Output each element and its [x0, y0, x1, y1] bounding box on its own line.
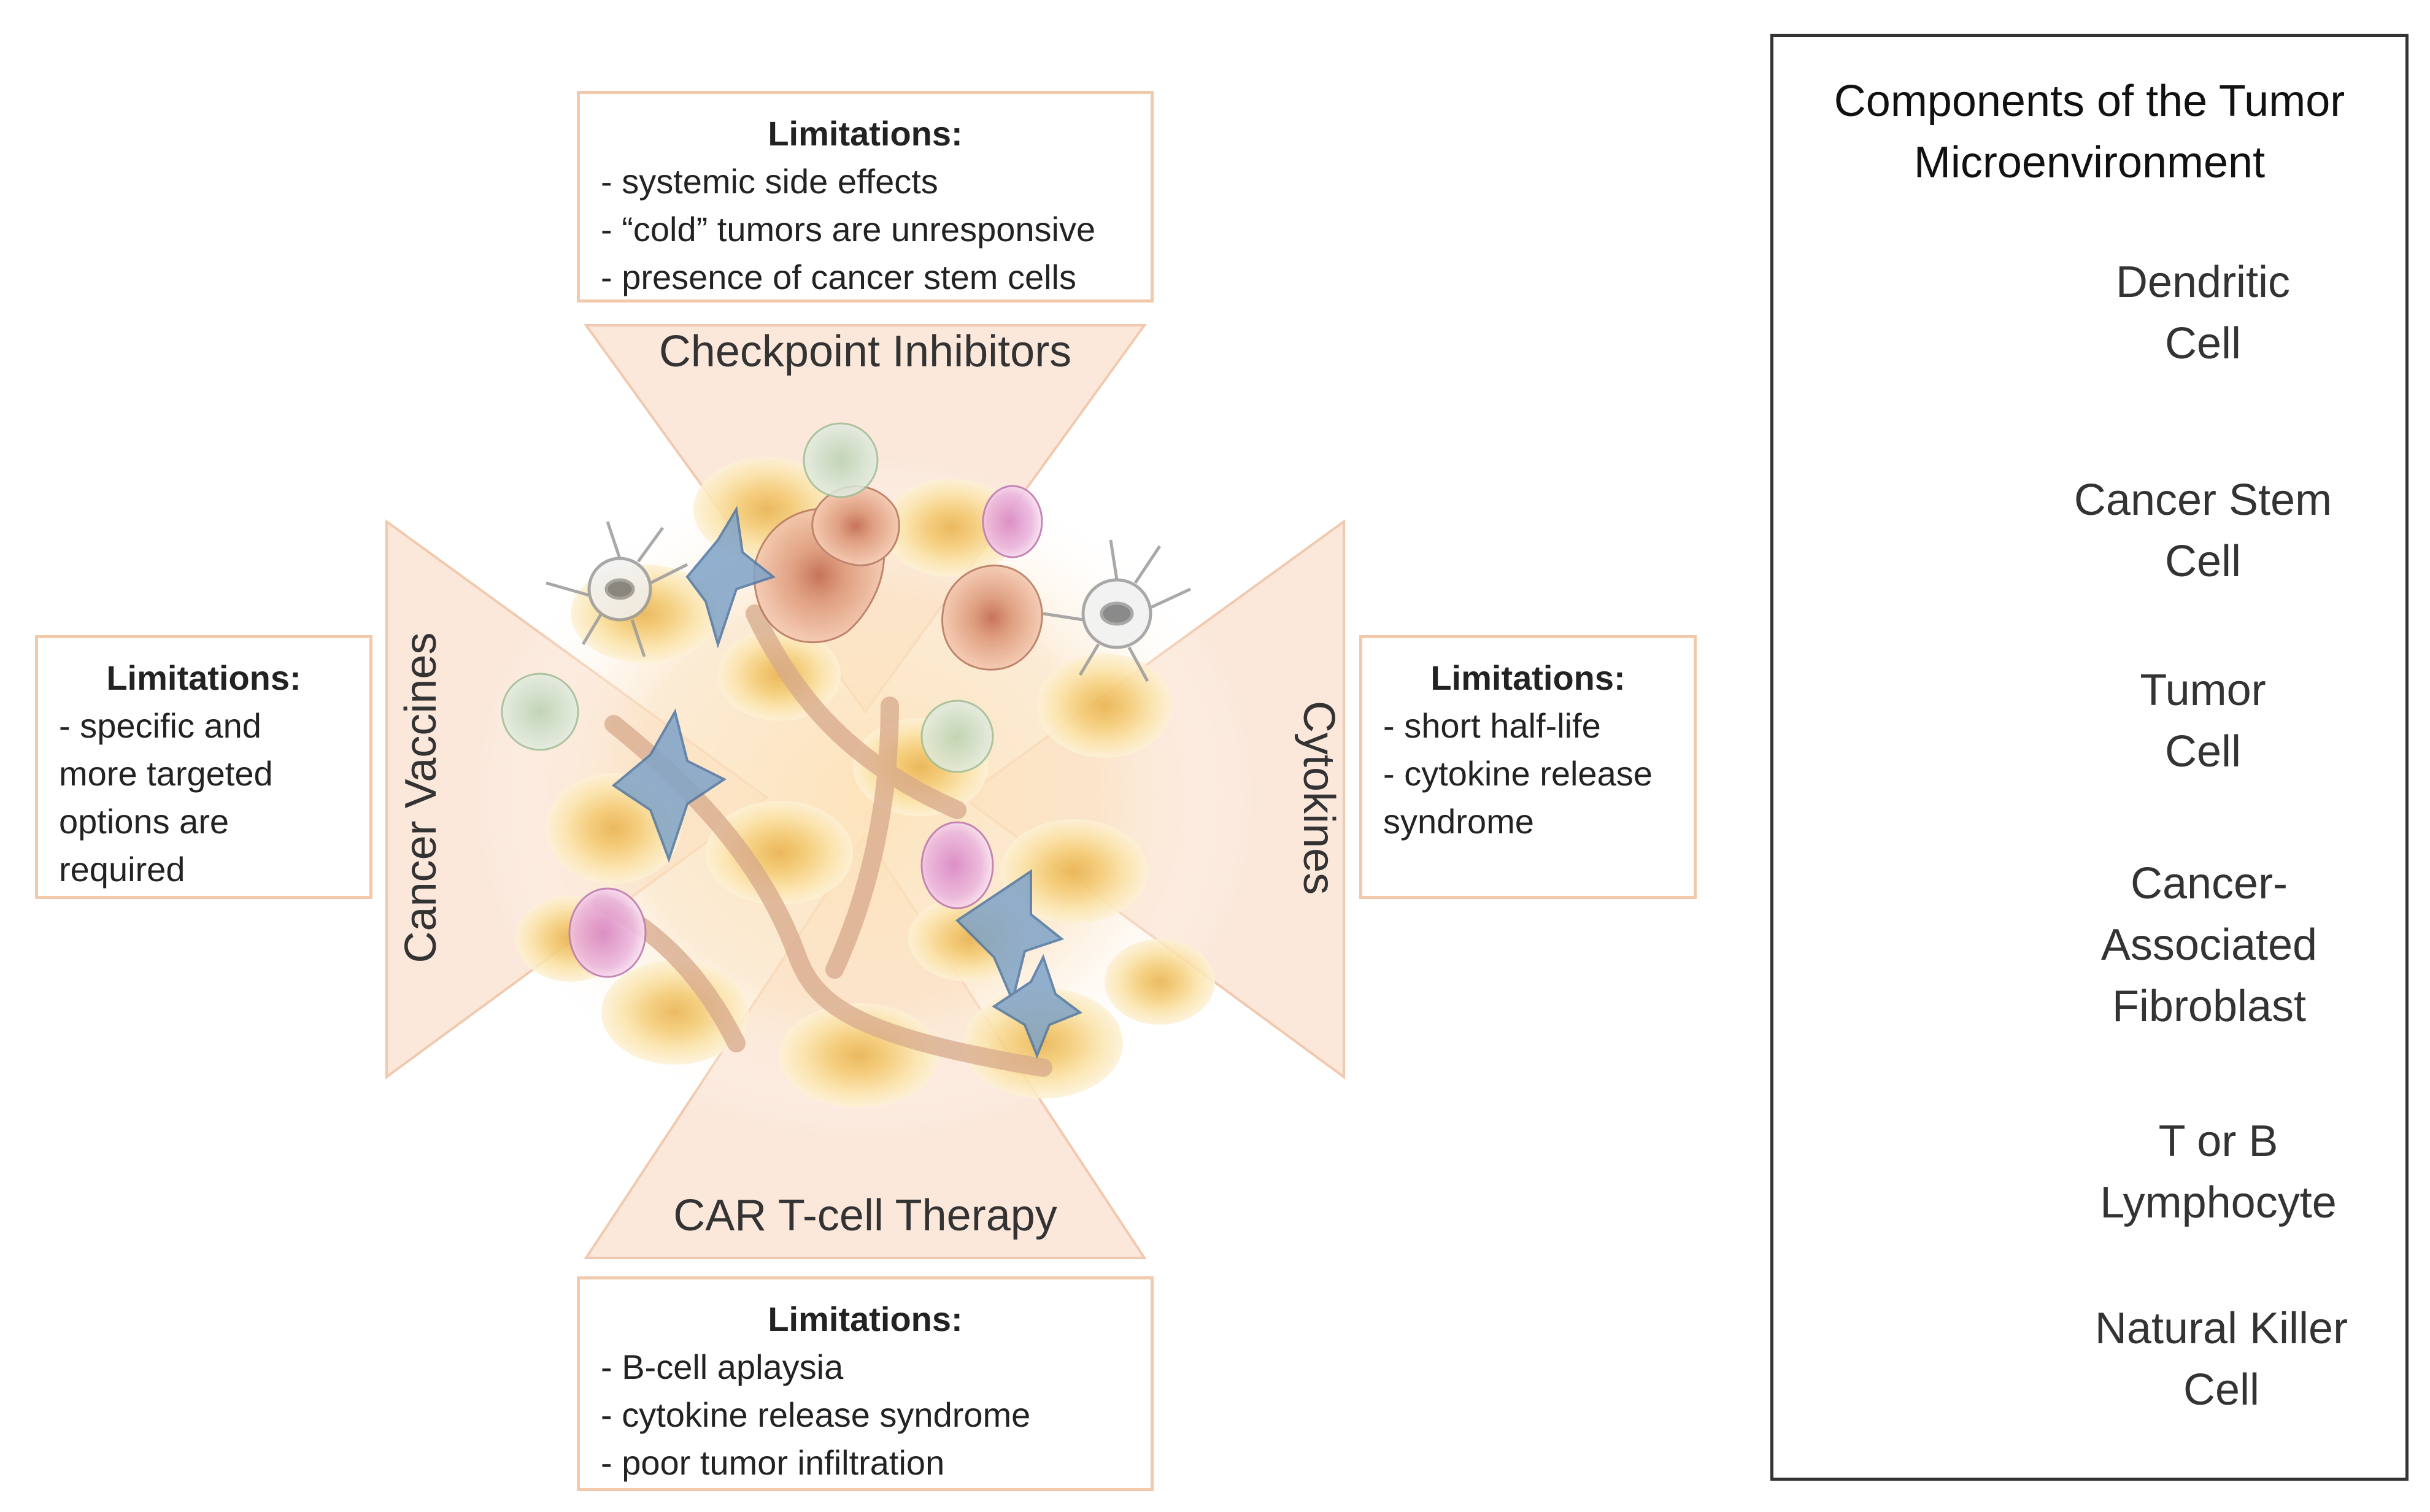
legend-title-line-1: Components of the Tumor: [1834, 77, 2345, 126]
legend-label-line: T or B: [2158, 1117, 2278, 1166]
limitations-box-car-t: Limitations: - B-cell aplaysia - cytokin…: [577, 1276, 1154, 1491]
legend-label-line: Natural Killer: [2094, 1304, 2348, 1353]
limitation-item: options are: [59, 802, 230, 841]
legend-label-line: Cancer Stem: [2073, 476, 2332, 525]
limitation-item: - poor tumor infiltration: [601, 1443, 945, 1482]
legend-title: Components of the Tumor Microenvironment: [1773, 71, 2405, 193]
dendritic-cell-in-tumor: [1043, 539, 1192, 682]
cancer-vaccines-label: Cancer Vaccines: [396, 632, 446, 963]
checkpoint-inhibitors-label: Checkpoint Inhibitors: [658, 327, 1072, 376]
legend-label-cancer-stem: Cancer Stem Cell: [2050, 469, 2356, 592]
limitation-item: required: [59, 850, 185, 889]
limitation-item: - short half-life: [1383, 706, 1601, 745]
legend-label-nk: Natural Killer Cell: [2056, 1298, 2387, 1421]
tumor-mass: [472, 422, 1258, 1141]
legend-label-dendritic: Dendritic Cell: [2050, 252, 2356, 374]
limitation-item: - cytokine release syndrome: [601, 1395, 1031, 1434]
legend-label-line: Cell: [2183, 1365, 2260, 1414]
legend-title-line-2: Microenvironment: [1913, 138, 2266, 187]
legend-panel: Components of the Tumor Microenvironment…: [1770, 34, 2409, 1481]
legend-label-lymphocyte: T or B Lymphocyte: [2065, 1111, 2372, 1233]
legend-label-line: Fibroblast: [2112, 982, 2307, 1031]
legend-label-line: Cell: [2164, 319, 2242, 368]
limitation-item: - specific and: [59, 706, 261, 745]
legend-label-line: Cell: [2164, 537, 2242, 586]
limitation-item: syndrome: [1383, 802, 1534, 841]
limitations-title: Limitations:: [768, 114, 963, 153]
limitation-item: - presence of cancer stem cells: [601, 258, 1076, 296]
dendritic-cell-in-tumor: [546, 521, 688, 657]
limitations-title: Limitations:: [1430, 658, 1626, 697]
legend-label-line: Tumor: [2140, 666, 2266, 715]
legend-label-fibroblast: Cancer- Associated Fibroblast: [2056, 853, 2362, 1037]
legend-label-line: Lymphocyte: [2100, 1178, 2337, 1227]
legend-label-line: Cell: [2164, 727, 2242, 776]
limitation-item: - “cold” tumors are unresponsive: [601, 210, 1096, 249]
limitations-title: Limitations:: [768, 1300, 963, 1338]
legend-label-line: Dendritic: [2115, 258, 2291, 307]
limitations-box-cytokines: Limitations: - short half-life - cytokin…: [1359, 635, 1697, 899]
limitation-item: - systemic side effects: [601, 162, 938, 201]
car-t-cell-therapy-label: CAR T-cell Therapy: [673, 1191, 1057, 1240]
limitation-item: more targeted: [59, 754, 273, 793]
legend-label-line: Associated: [2100, 920, 2318, 970]
cytokines-label: Cytokines: [1294, 700, 1343, 895]
legend-label-tumor: Tumor Cell: [2050, 660, 2356, 782]
legend-label-line: Cancer-: [2130, 859, 2288, 908]
limitations-box-vaccines: Limitations: - specific and more targete…: [35, 635, 372, 899]
limitation-item: - cytokine release: [1383, 754, 1653, 793]
limitations-title: Limitations:: [106, 658, 301, 697]
limitation-item: - B-cell aplaysia: [601, 1348, 844, 1386]
limitations-box-checkpoint: Limitations: - systemic side effects - “…: [577, 91, 1154, 303]
